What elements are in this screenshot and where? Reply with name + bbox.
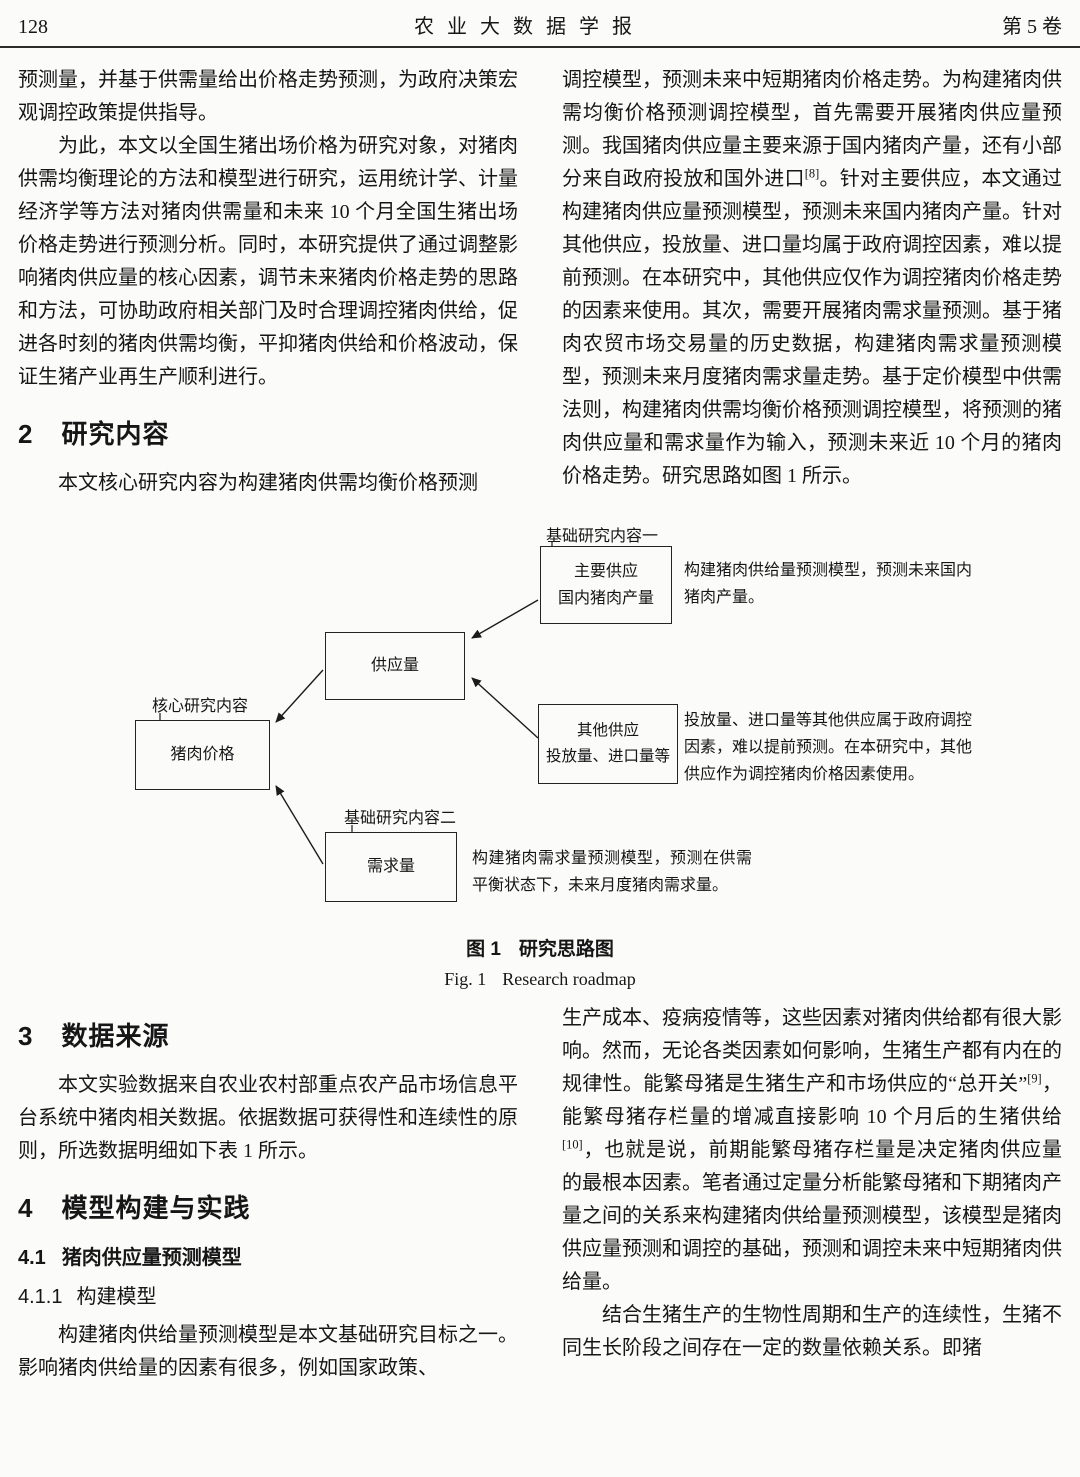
figure-caption-zh-label: 图 1 xyxy=(466,939,501,960)
journal-title: 农 业 大 数 据 学 报 xyxy=(414,16,636,38)
section-heading-data-source: 3 数据来源 xyxy=(18,1016,518,1053)
bottom-right-column: 生产成本、疫病疫情等，这些因素对猪肉供给都有很大影响。然而，无论各类因素如何影响… xyxy=(562,1002,1062,1385)
paragraph: 构建猪肉供给量预测模型是本文基础研究目标之一。影响猪肉供给量的因素有很多，例如国… xyxy=(18,1324,518,1379)
paragraph: 为此，本文以全国生猪出场价格为研究对象，对猪肉供需均衡理论的方法和模型进行研究，… xyxy=(18,135,518,388)
page-header: 128 农 业 大 数 据 学 报 第 5 卷 xyxy=(0,0,1080,48)
annotation-main-supply: 构建猪肉供给量预测模型，预测未来国内猪肉产量。 xyxy=(684,562,973,606)
paragraph-text: 调控模型，预测未来中短期猪肉价格走势。为构建猪肉供需均衡价格预测调控模型，首先需… xyxy=(562,69,1062,190)
figure-roadmap: 基础研究内容一 主要供应 国内猪肉产量 构建猪肉供给量预测模型，预测未来国内猪肉… xyxy=(0,516,1080,916)
annotation-other-supply: 投放量、进口量等其他供应属于政府调控因素，难以提前预测。在本研究中，其他供应作为… xyxy=(684,712,973,783)
subsection-heading-supply-model: 4.1 猪肉供应量预测模型 xyxy=(18,1241,518,1270)
box-pork-price-label: 猪肉价格 xyxy=(170,746,235,764)
top-left-column: 预测量，并基于供需量给出价格走势预测，为政府决策宏观调控政策提供指导。 为此，本… xyxy=(18,64,518,500)
figure-caption-en-title: Research roadmap xyxy=(502,969,636,989)
paragraph-text: ，也就是说，前期能繁母猪存栏量是决定猪肉供应量的最根本因素。笔者通过定量分析能繁… xyxy=(562,1139,1062,1293)
section-number: 3 xyxy=(18,1021,34,1051)
paragraph: 预测量，并基于供需量给出价格走势预测，为政府决策宏观调控政策提供指导。 xyxy=(18,69,518,124)
page-number: 128 xyxy=(18,16,48,38)
annotation-demand: 构建猪肉需求量预测模型，预测在供需平衡状态下，未来月度猪肉需求量。 xyxy=(472,850,752,894)
citation-ref-10: [10] xyxy=(562,1137,583,1152)
subsection-number: 4.1 xyxy=(18,1247,46,1269)
paragraph: 结合生猪生产的生物性周期和生产的连续性，生猪不同生长阶段之间存在一定的数量依赖关… xyxy=(562,1304,1062,1359)
paragraph: 调控模型，预测未来中短期猪肉价格走势。为构建猪肉供需均衡价格预测调控模型，首先需… xyxy=(562,64,1062,493)
section-number: 4 xyxy=(18,1193,34,1223)
bottom-left-column: 3 数据来源 本文实验数据来自农业农村部重点农产品市场信息平台系统中猪肉相关数据。… xyxy=(18,1002,518,1385)
volume-label: 第 5 卷 xyxy=(1002,16,1062,38)
section-title: 研究内容 xyxy=(61,419,170,449)
figure-label-basic-research-2: 基础研究内容二 xyxy=(344,810,457,827)
box-main-supply-line1: 主要供应 xyxy=(573,562,638,580)
citation-ref-9: [9] xyxy=(1027,1071,1042,1086)
figure-label-basic-research-1: 基础研究内容一 xyxy=(546,528,659,545)
box-supply-volume: 供应量 xyxy=(325,632,465,700)
box-pork-price: 猪肉价格 xyxy=(135,720,270,790)
section-heading-model-building: 4 模型构建与实践 xyxy=(18,1188,518,1225)
paragraph: 本文核心研究内容为构建猪肉供需均衡价格预测 xyxy=(58,472,478,494)
box-demand-volume-label: 需求量 xyxy=(366,858,415,876)
section-heading-research-content: 2 研究内容 xyxy=(18,414,518,451)
subsubsection-heading-build-model: 4.1.1 构建模型 xyxy=(18,1280,518,1309)
box-main-supply: 主要供应 国内猪肉产量 xyxy=(540,546,672,624)
citation-ref-8: [8] xyxy=(804,166,820,181)
figure-label-core-research: 核心研究内容 xyxy=(152,698,249,715)
bottom-columns: 3 数据来源 本文实验数据来自农业农村部重点农产品市场信息平台系统中猪肉相关数据。… xyxy=(0,1002,1080,1385)
box-demand-volume: 需求量 xyxy=(325,832,457,902)
top-columns: 预测量，并基于供需量给出价格走势预测，为政府决策宏观调控政策提供指导。 为此，本… xyxy=(0,64,1080,500)
box-main-supply-line2: 国内猪肉产量 xyxy=(557,590,654,607)
box-other-supply-line1: 其他供应 xyxy=(576,721,639,739)
subsubsection-title: 构建模型 xyxy=(76,1286,157,1308)
paragraph: 生产成本、疫病疫情等，这些因素对猪肉供给都有很大影响。然而，无论各类因素如何影响… xyxy=(562,1002,1062,1299)
figure-caption-en-label: Fig. 1 xyxy=(444,969,487,989)
box-other-supply-line2: 投放量、进口量等 xyxy=(545,748,670,765)
figure-caption: 图 1 研究思路图 Fig. 1 Research roadmap xyxy=(0,934,1080,990)
top-right-column: 调控模型，预测未来中短期猪肉价格走势。为构建猪肉供需均衡价格预测调控模型，首先需… xyxy=(562,64,1062,500)
paragraph-text: ，能繁母猪存栏量的增减直接影响 10 个月后的生猪供给 xyxy=(562,1073,1062,1128)
paragraph-text: 生产成本、疫病疫情等，这些因素对猪肉供给都有很大影响。然而，无论各类因素如何影响… xyxy=(562,1007,1062,1095)
figure-caption-zh: 图 1 研究思路图 xyxy=(0,934,1080,961)
paragraph: 本文实验数据来自农业农村部重点农产品市场信息平台系统中猪肉相关数据。依据数据可获… xyxy=(18,1074,518,1162)
figure-caption-en: Fig. 1 Research roadmap xyxy=(0,969,1080,990)
subsubsection-number: 4.1.1 xyxy=(18,1286,63,1308)
box-supply-volume-label: 供应量 xyxy=(370,657,419,675)
figure-caption-zh-title: 研究思路图 xyxy=(518,939,614,960)
section-title: 模型构建与实践 xyxy=(61,1193,251,1223)
subsection-title: 猪肉供应量预测模型 xyxy=(61,1247,242,1269)
box-other-supply: 其他供应 投放量、进口量等 xyxy=(538,704,678,784)
section-number: 2 xyxy=(18,419,34,449)
paragraph-text: 。针对主要供应，本文通过构建猪肉供应量预测模型，预测未来国内猪肉产量。针对其他供… xyxy=(562,168,1063,487)
section-title: 数据来源 xyxy=(61,1021,170,1051)
